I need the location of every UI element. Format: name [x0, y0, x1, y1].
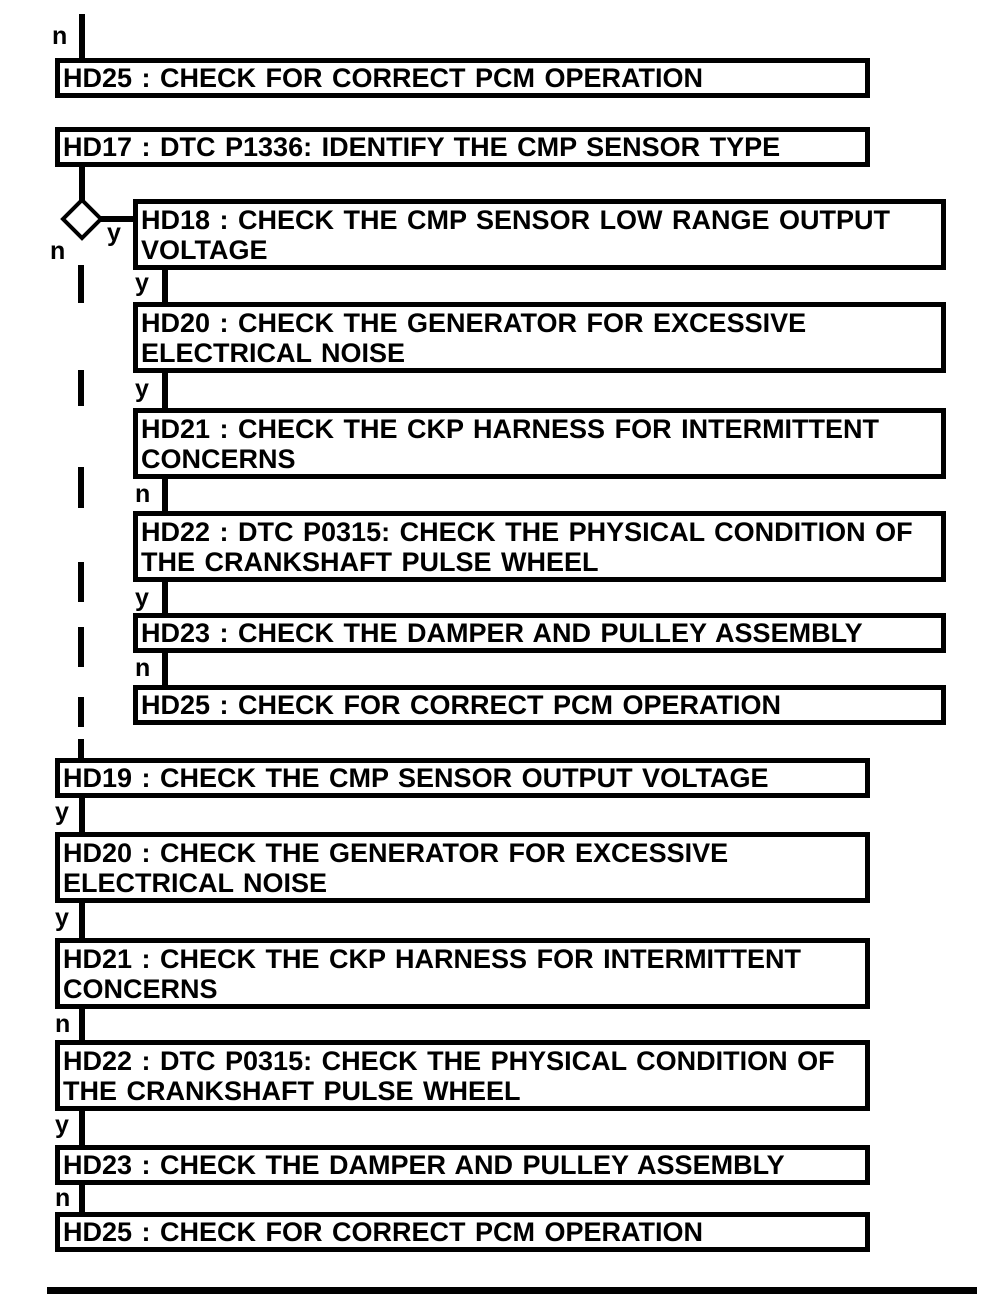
flow-box-hd17: HD17 : DTC P1336: IDENTIFY THE CMP SENSO…	[55, 127, 870, 167]
box-text: HD20 : CHECK THE GENERATOR FOR EXCESSIVE	[141, 308, 807, 338]
branch-label-y: y	[135, 584, 149, 612]
box-text: HD18 : CHECK THE CMP SENSOR LOW RANGE OU…	[141, 205, 891, 235]
branch-label-n: n	[50, 237, 66, 265]
branch-label-n: n	[52, 22, 68, 50]
box-text: HD22 : DTC P0315: CHECK THE PHYSICAL CON…	[63, 1046, 835, 1076]
flow-box-hd23-right: HD23 : CHECK THE DAMPER AND PULLEY ASSEM…	[133, 613, 946, 653]
box-text: HD23 : CHECK THE DAMPER AND PULLEY ASSEM…	[141, 618, 863, 648]
flow-box-hd25-right: HD25 : CHECK FOR CORRECT PCM OPERATION	[133, 685, 946, 725]
box-text: CONCERNS	[141, 444, 296, 474]
box-text: HD21 : CHECK THE CKP HARNESS FOR INTERMI…	[141, 414, 880, 444]
box-text: HD17 : DTC P1336: IDENTIFY THE CMP SENSO…	[63, 132, 781, 162]
decision-diamond	[60, 197, 104, 241]
flow-box-hd20-left: HD20 : CHECK THE GENERATOR FOR EXCESSIVE…	[55, 832, 870, 903]
branch-label-y: y	[55, 904, 69, 932]
box-text: CONCERNS	[63, 974, 218, 1004]
box-text: HD19 : CHECK THE CMP SENSOR OUTPUT VOLTA…	[63, 763, 769, 793]
box-text: HD23 : CHECK THE DAMPER AND PULLEY ASSEM…	[63, 1150, 785, 1180]
box-text: HD25 : CHECK FOR CORRECT PCM OPERATION	[141, 690, 782, 720]
box-text: HD25 : CHECK FOR CORRECT PCM OPERATION	[63, 63, 704, 93]
box-text: THE CRANKSHAFT PULSE WHEEL	[141, 547, 599, 577]
box-text: VOLTAGE	[141, 235, 268, 265]
flow-box-hd25-bottom: HD25 : CHECK FOR CORRECT PCM OPERATION	[55, 1212, 870, 1252]
bottom-rule	[47, 1287, 977, 1294]
box-text: HD20 : CHECK THE GENERATOR FOR EXCESSIVE	[63, 838, 729, 868]
box-text: HD22 : DTC P0315: CHECK THE PHYSICAL CON…	[141, 517, 913, 547]
branch-label-n: n	[135, 480, 151, 508]
box-text: ELECTRICAL NOISE	[141, 338, 406, 368]
branch-label-y: y	[107, 219, 121, 247]
flow-box-hd25-top: HD25 : CHECK FOR CORRECT PCM OPERATION	[55, 58, 870, 98]
branch-label-y: y	[55, 1111, 69, 1139]
branch-label-y: y	[135, 375, 149, 403]
branch-label-y: y	[135, 269, 149, 297]
branch-label-n: n	[55, 1184, 71, 1212]
flow-box-hd23-left: HD23 : CHECK THE DAMPER AND PULLEY ASSEM…	[55, 1145, 870, 1185]
flow-box-hd18: HD18 : CHECK THE CMP SENSOR LOW RANGE OU…	[133, 199, 946, 270]
flow-box-hd21-left: HD21 : CHECK THE CKP HARNESS FOR INTERMI…	[55, 938, 870, 1009]
flow-box-hd22-right: HD22 : DTC P0315: CHECK THE PHYSICAL CON…	[133, 511, 946, 582]
flow-box-hd21-right: HD21 : CHECK THE CKP HARNESS FOR INTERMI…	[133, 408, 946, 479]
box-text: HD25 : CHECK FOR CORRECT PCM OPERATION	[63, 1217, 704, 1247]
flow-box-hd20-right: HD20 : CHECK THE GENERATOR FOR EXCESSIVE…	[133, 302, 946, 373]
branch-label-n: n	[55, 1010, 71, 1038]
box-text: HD21 : CHECK THE CKP HARNESS FOR INTERMI…	[63, 944, 802, 974]
box-text: THE CRANKSHAFT PULSE WHEEL	[63, 1076, 521, 1106]
flow-box-hd19: HD19 : CHECK THE CMP SENSOR OUTPUT VOLTA…	[55, 758, 870, 798]
flow-box-hd22-left: HD22 : DTC P0315: CHECK THE PHYSICAL CON…	[55, 1040, 870, 1111]
branch-label-n: n	[135, 654, 151, 682]
box-text: ELECTRICAL NOISE	[63, 868, 328, 898]
branch-label-y: y	[55, 798, 69, 826]
